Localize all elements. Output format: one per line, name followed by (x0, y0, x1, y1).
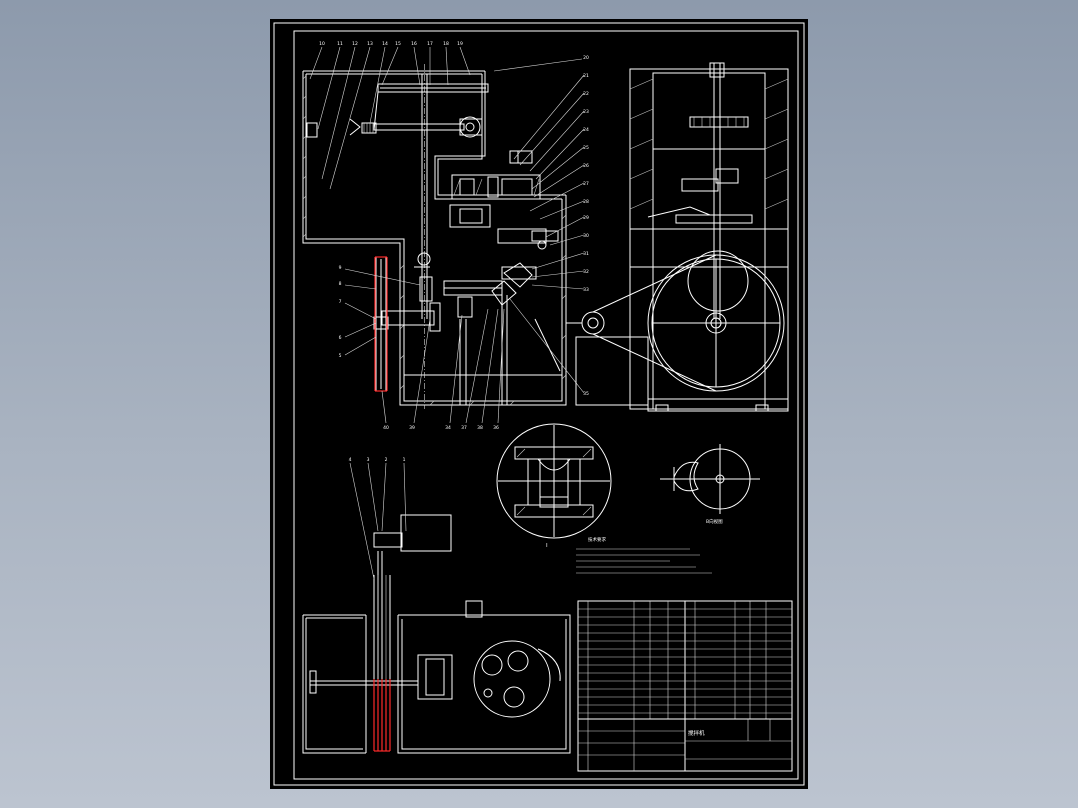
balloon-number: 28 (583, 199, 589, 205)
balloon-number: 16 (411, 41, 417, 47)
balloon-number: 37 (461, 425, 467, 431)
balloon-number: 30 (583, 233, 589, 239)
balloon-number: 22 (583, 91, 589, 97)
balloon-number: 25 (583, 145, 589, 151)
balloon-number: 38 (477, 425, 483, 431)
detail-view-label: I (546, 543, 548, 549)
balloon-number: 13 (367, 41, 373, 47)
balloon-number: 15 (395, 41, 401, 47)
balloon-number: 12 (352, 41, 358, 47)
balloon-number: 24 (583, 127, 589, 133)
balloon-number: 6 (339, 335, 342, 341)
balloon-number: 3 (367, 457, 370, 463)
balloon-number: 26 (583, 163, 589, 169)
balloon-number: 21 (583, 73, 589, 79)
inner-frame (293, 30, 799, 780)
balloon-number: 19 (457, 41, 463, 47)
balloon-number: 11 (337, 41, 343, 47)
b-view: B向视图 (660, 444, 760, 525)
balloon-number: 39 (409, 425, 415, 431)
b-view-label: B向视图 (706, 518, 723, 525)
balloon-number: 40 (383, 425, 389, 431)
outer-border (273, 22, 805, 786)
detail-view: I (496, 423, 612, 549)
balloon-number: 23 (583, 109, 589, 115)
balloon-number: 2 (385, 457, 388, 463)
technical-notes: 技术要求 (576, 536, 712, 574)
red-blade (373, 679, 391, 752)
balloon-number: 29 (583, 215, 589, 221)
balloon-number: 17 (427, 41, 433, 47)
balloon-number: 36 (493, 425, 499, 431)
balloon-number: 7 (339, 299, 342, 305)
bottom-view (302, 462, 571, 754)
parts-list (577, 600, 793, 720)
main-section-view (302, 46, 585, 424)
balloon-number: 34 (445, 425, 451, 431)
title-block: 搅拌机 (577, 718, 793, 772)
balloon-number: 31 (583, 251, 589, 257)
balloon-number: 4 (349, 457, 352, 463)
balloon-number: 9 (339, 265, 342, 271)
balloon-number: 1 (403, 457, 406, 463)
balloon-number: 5 (339, 353, 342, 359)
cad-drawing: I B向视图 技术要求 (273, 22, 805, 786)
balloon-number: 33 (583, 287, 589, 293)
balloon-number: 8 (339, 281, 342, 287)
drawing-sheet: I B向视图 技术要求 (270, 19, 808, 789)
side-view (566, 62, 789, 412)
balloon-number: 18 (443, 41, 449, 47)
balloon-number: 14 (382, 41, 388, 47)
title-block-title: 搅拌机 (688, 729, 705, 737)
balloon-number: 35 (583, 391, 589, 397)
balloon-number: 10 (319, 41, 325, 47)
balloon-number: 20 (583, 55, 589, 61)
svg-text:技术要求: 技术要求 (588, 536, 606, 543)
balloon-number: 27 (583, 181, 589, 187)
balloon-number: 32 (583, 269, 589, 275)
